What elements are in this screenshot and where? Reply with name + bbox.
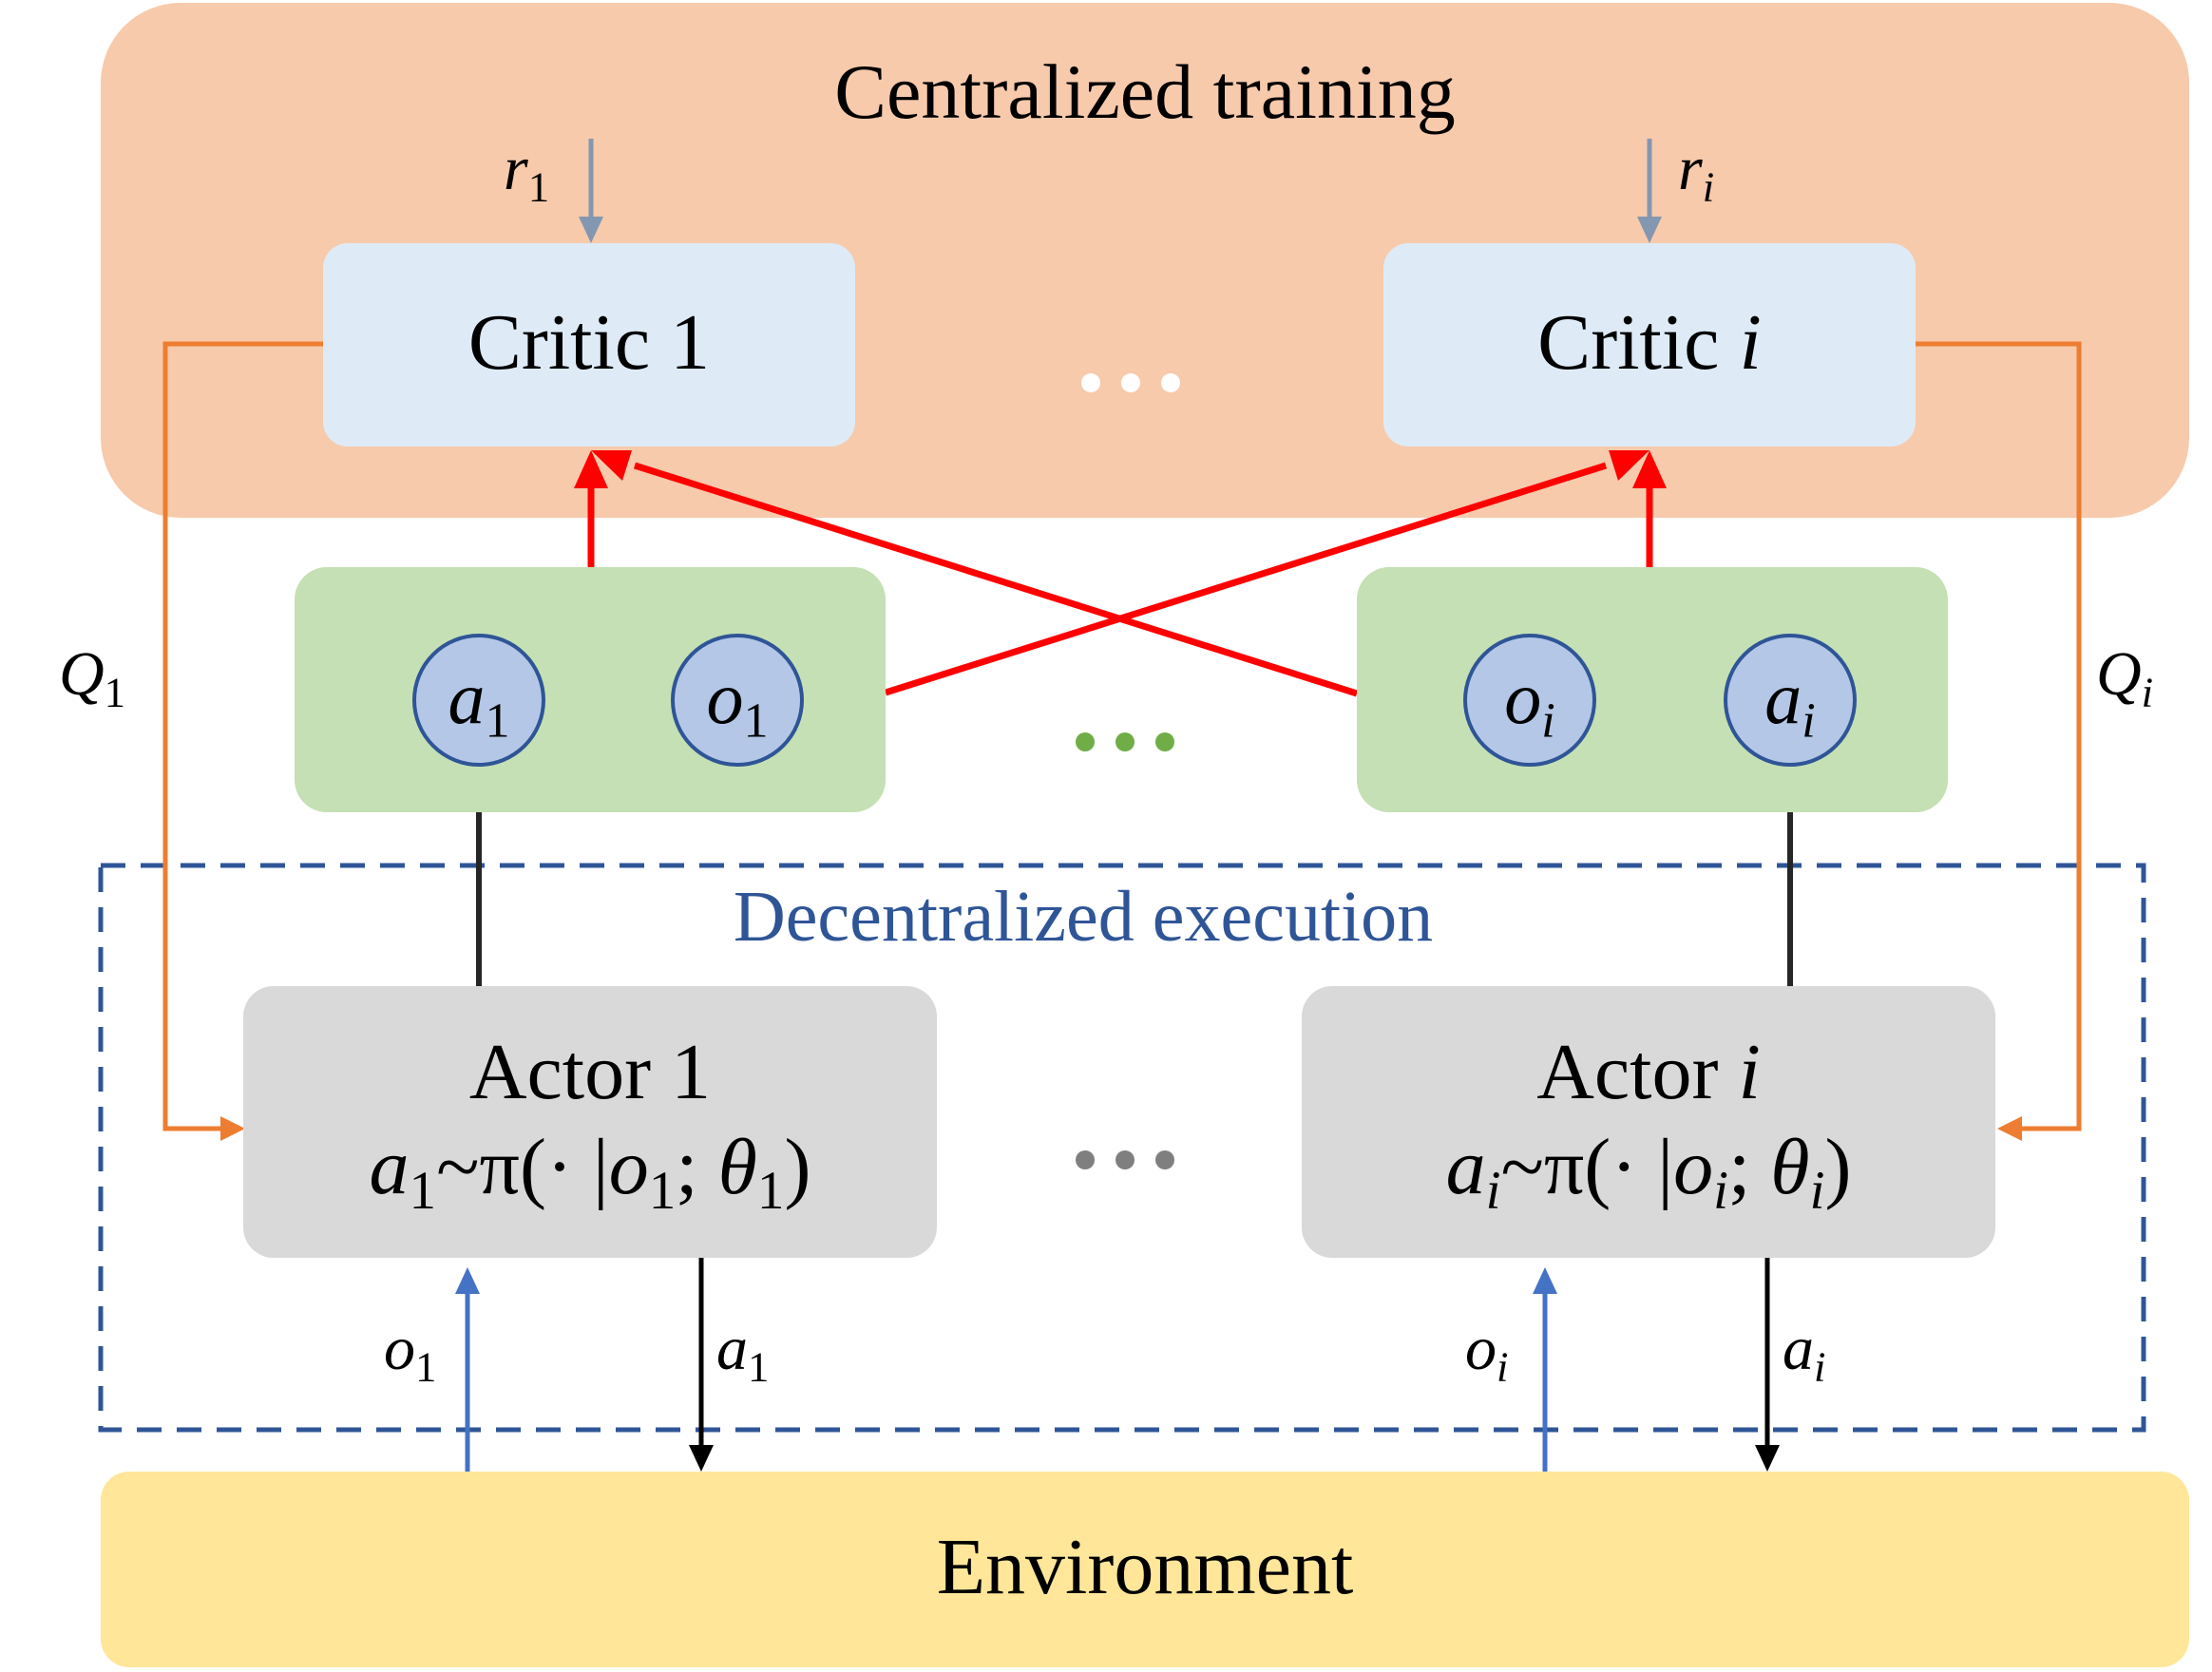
qi-feedback-arrow <box>1916 341 2082 1131</box>
ellipsis-critics <box>1081 373 1180 392</box>
act-label-1: a1 <box>716 1314 770 1391</box>
actor-i-label: Actor i <box>1536 1028 1761 1116</box>
actor-1-policy: a1~π(· |o1; θ1) <box>369 1123 811 1221</box>
observation-node-oi: oi <box>1463 634 1596 767</box>
actor-1-label: Actor 1 <box>468 1028 712 1116</box>
reward-label-1: r1 <box>504 134 550 211</box>
group1-to-critici-arrow <box>884 462 1608 696</box>
centralized-training-title: Centralized training <box>834 48 1456 135</box>
obs-label-1: o1 <box>384 1314 437 1391</box>
obs-label-i: oi <box>1465 1314 1509 1391</box>
environment-label: Environment <box>936 1523 1354 1611</box>
critic-i-label: Critic i <box>1537 298 1762 387</box>
agent-i-obs-action-group: oi ai <box>1357 567 1948 812</box>
critic-1-box: Critic 1 <box>323 243 855 446</box>
groupi-to-critic1-arrow <box>633 462 1359 697</box>
observation-node-o1: o1 <box>671 634 804 767</box>
actor-1-box: Actor 1 a1~π(· |o1; θ1) <box>243 986 937 1258</box>
act-label-i: ai <box>1783 1314 1826 1391</box>
agent-1-obs-action-group: a1 o1 <box>295 567 886 812</box>
critic-i-box: Critic i <box>1383 243 1916 446</box>
action-node-ai: ai <box>1724 634 1857 767</box>
action-node-a1: a1 <box>412 634 545 767</box>
q-label-i: Qi <box>2096 639 2154 716</box>
environment-box: Environment <box>101 1472 2189 1667</box>
ellipsis-nodes <box>1076 732 1174 751</box>
decentralized-execution-border <box>98 863 2146 1433</box>
critic-1-label: Critic 1 <box>467 298 711 387</box>
q1-feedback-arrow <box>162 341 323 1131</box>
reward-label-i: ri <box>1678 134 1715 211</box>
ellipsis-actors <box>1076 1150 1174 1169</box>
actor-i-policy: ai~π(· |oi; θi) <box>1445 1123 1852 1221</box>
actor-i-box: Actor i ai~π(· |oi; θi) <box>1302 986 1995 1258</box>
q-label-1: Q1 <box>59 639 126 716</box>
decentralized-execution-title: Decentralized execution <box>733 877 1434 957</box>
